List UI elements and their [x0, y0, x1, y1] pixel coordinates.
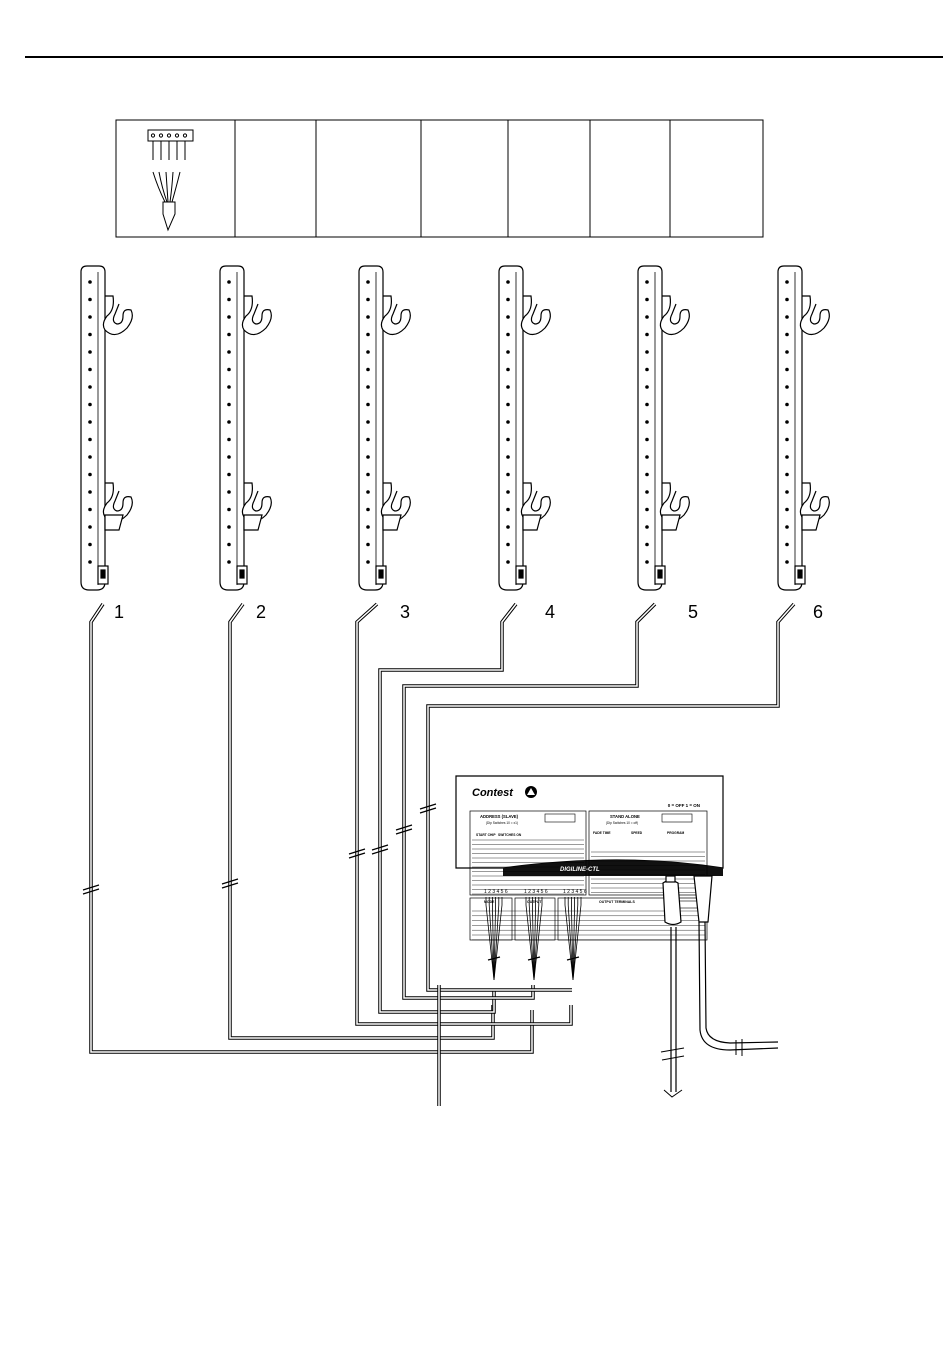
switches-on-header: SWITCHES ON [498, 833, 522, 837]
svg-text:1 2 3 4 5 6: 1 2 3 4 5 6 [524, 889, 548, 895]
svg-text:1 2 3 4 5 6: 1 2 3 4 5 6 [484, 889, 508, 895]
terminal-block-middle: 1 2 3 4 5 6 [524, 889, 548, 895]
terminal-block-right: 1 2 3 4 5 6 [563, 889, 587, 895]
terminal-wires [486, 897, 581, 980]
address-title: ADDRESS (SLAVE) [480, 814, 519, 819]
connector-table [116, 120, 763, 237]
led-bar-fixture-5 [638, 266, 689, 590]
controller-model: DIGILINE-CTL [560, 867, 600, 873]
connector-plug-icon [148, 130, 193, 230]
standalone-title: STAND ALONE [610, 814, 640, 819]
address-subtitle: (Dip Switches 10 = x1) [486, 821, 518, 825]
fixtures-group [81, 266, 829, 590]
controller-box: Contest 0 = OFF 1 = ON ADDRESS (SLAVE) (… [456, 776, 723, 940]
svg-text:1 2 3 4 5 6: 1 2 3 4 5 6 [563, 889, 587, 895]
speed-header: SPEED [631, 831, 643, 835]
led-bar-fixture-1 [81, 266, 132, 590]
led-bar-fixture-2 [220, 266, 271, 590]
led-bar-fixture-4 [499, 266, 550, 590]
program-header: PROGRAM [667, 831, 684, 835]
power-plug-icon [661, 876, 684, 1097]
start-chip-header: START CHIP [476, 833, 496, 837]
led-bar-fixture-6 [778, 266, 829, 590]
terminal-block-left: 1 2 3 4 5 6 [484, 889, 508, 895]
output-terminals-title: OUTPUT TERMINALS [599, 900, 635, 904]
led-bar-fixture-3 [359, 266, 410, 590]
controller-brand: Contest [472, 787, 514, 799]
warning-triangle-icon [525, 786, 537, 798]
power-cable-plug-icon [694, 876, 778, 1056]
standalone-subtitle: (Dip Switches 10 = off) [606, 821, 638, 825]
fade-time-header: FADE TIME [593, 831, 611, 835]
on-off-legend: 0 = OFF 1 = ON [668, 803, 700, 808]
